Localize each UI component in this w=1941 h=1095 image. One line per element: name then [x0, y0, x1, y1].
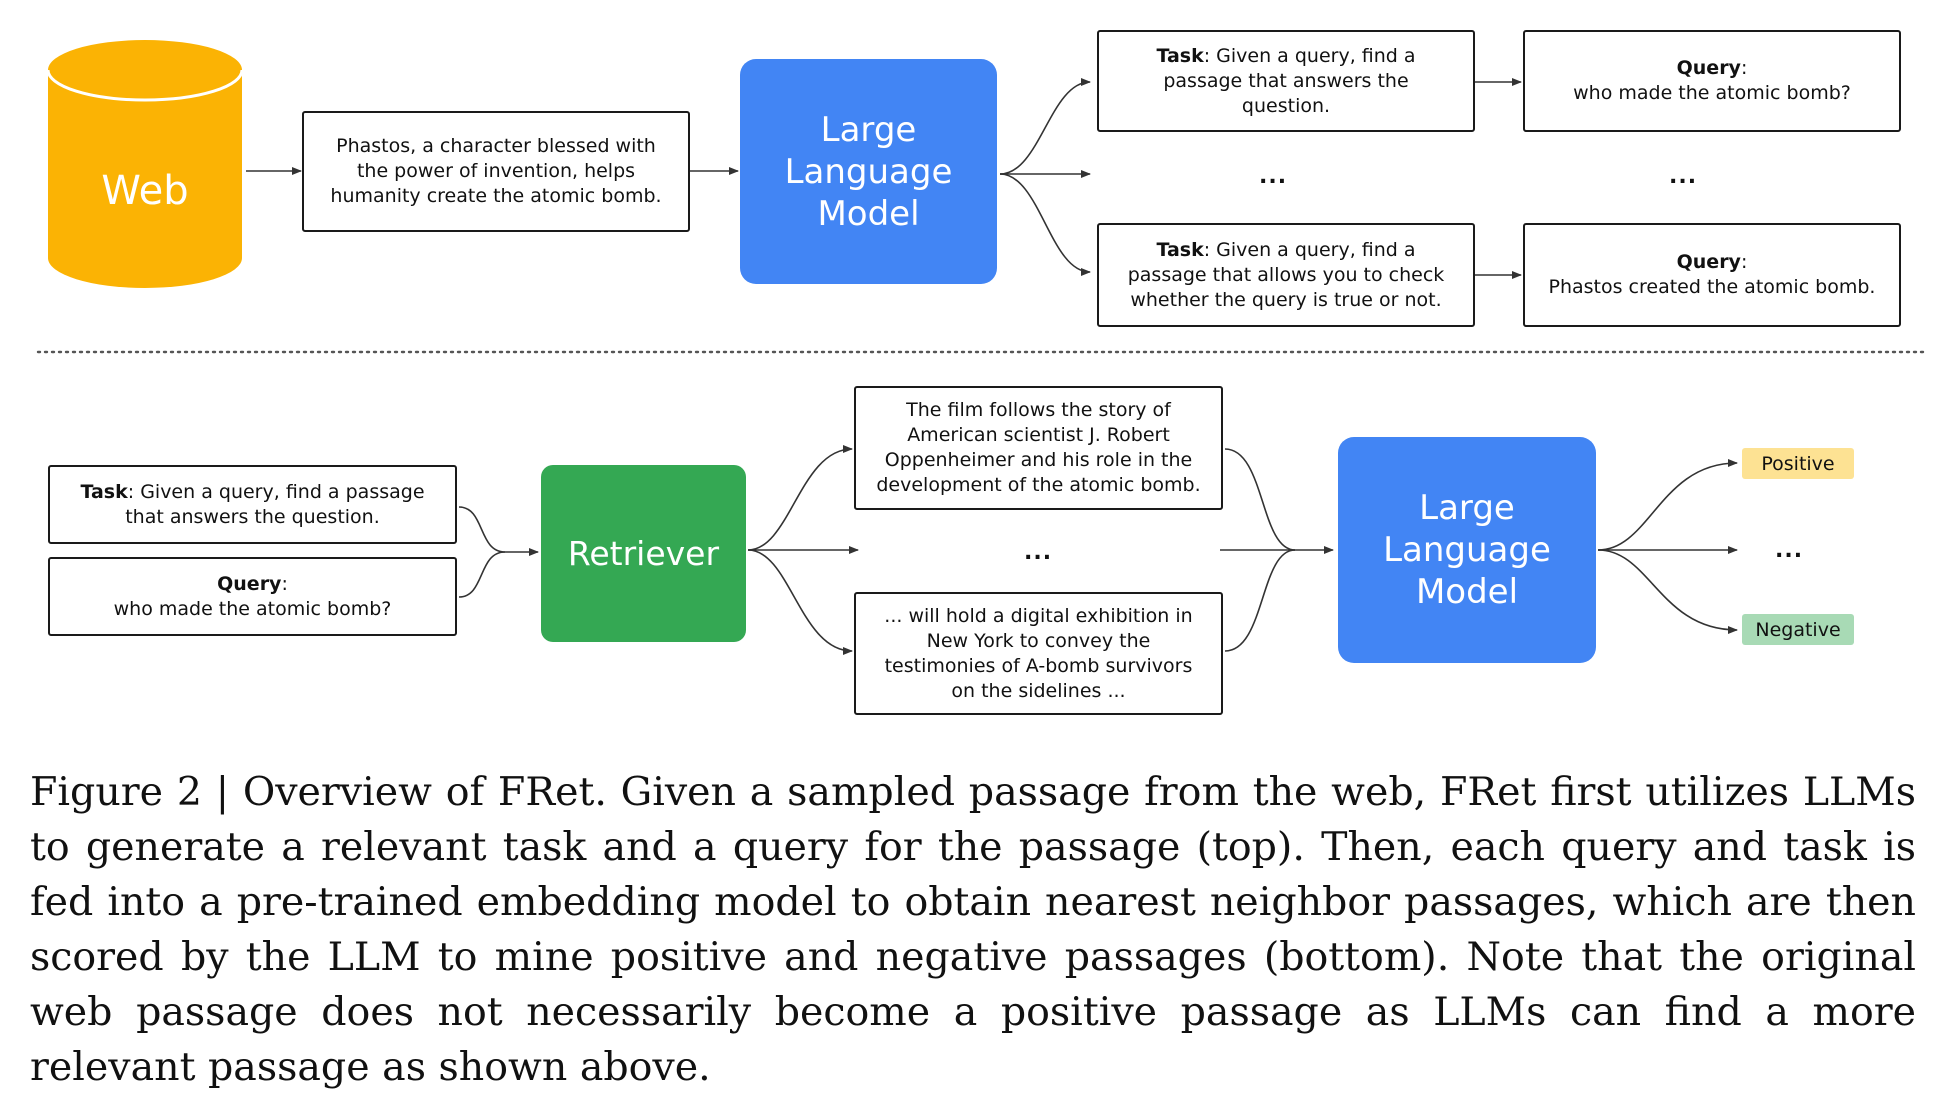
input-query-box: Query: who made the atomic bomb?: [48, 557, 457, 636]
llm-bottom-line-2: Language: [1383, 530, 1551, 570]
arrow-passage2-to-llm: [1224, 549, 1296, 652]
input-query-body: who made the atomic bomb?: [113, 597, 392, 620]
source-passage-box: Phastos, a character blessed with the po…: [302, 111, 690, 232]
query-box-1: Query: who made the atomic bomb?: [1523, 30, 1901, 132]
retriever-label: Retriever: [567, 534, 720, 573]
task-box-2: Task: Given a query, find a passage that…: [1097, 223, 1475, 327]
llm-bottom-line-1: Large: [1419, 488, 1515, 528]
arrow-llm-to-negative: [1597, 549, 1738, 634]
connector-layer: [36, 40, 1927, 655]
task-box-1-text: Task: Given a query, find a passage that…: [1117, 44, 1455, 119]
llm-bottom-line-3: Model: [1415, 572, 1519, 612]
input-task-box: Task: Given a query, find a passage that…: [48, 465, 457, 544]
source-passage-text: Phastos, a character blessed with the po…: [330, 135, 662, 207]
database-icon: [46, 40, 244, 288]
task-box-1-body: : Given a query, find a passage that ans…: [1163, 44, 1416, 117]
figure-caption: Figure 2 | Overview of FRet. Given a sam…: [30, 769, 1916, 1090]
neighbor-passage-2: ... will hold a digital exhibition in Ne…: [854, 592, 1223, 715]
input-query-text: Query:: [217, 572, 288, 595]
input-task-text: Task: Given a query, find a passage that…: [66, 480, 439, 530]
ellipsis-task: ...: [1259, 164, 1288, 189]
llm-box-top: Large Language Model: [740, 59, 997, 284]
ellipsis-query: ...: [1669, 164, 1698, 189]
negative-label: Negative: [1755, 618, 1841, 641]
task-box-2-label: Task: [1156, 238, 1204, 261]
arrow-query-to-retriever: [458, 551, 506, 598]
task-box-2-body: : Given a query, find a passage that all…: [1127, 238, 1445, 311]
input-task-label: Task: [80, 480, 128, 503]
positive-badge: Positive: [1742, 448, 1854, 479]
query-box-2: Query: Phastos created the atomic bomb.: [1523, 223, 1901, 327]
arrow-passage1-to-llm: [1224, 448, 1334, 554]
diagram: Web Phastos, a character blessed with th…: [30, 30, 1927, 1090]
llm-box-bottom: Large Language Model: [1338, 437, 1596, 663]
positive-label: Positive: [1761, 452, 1835, 475]
arrow-llm-to-positive: [1597, 459, 1738, 551]
query-box-1-label: Query: [1676, 57, 1741, 79]
query-box-2-body: Phastos created the atomic bomb.: [1548, 276, 1876, 298]
arrow-task-to-retriever: [458, 506, 539, 556]
ellipsis-passages: ...: [1024, 540, 1053, 565]
task-box-1: Task: Given a query, find a passage that…: [1097, 30, 1475, 132]
llm-top-line-2: Language: [784, 151, 953, 192]
task-box-2-text: Task: Given a query, find a passage that…: [1117, 238, 1455, 313]
query-box-2-text: Query:: [1676, 251, 1748, 273]
arrow-llm-to-task2: [999, 173, 1091, 276]
neighbor-passage-2-text: ... will hold a digital exhibition in Ne…: [884, 604, 1193, 702]
query-box-1-text: Query:: [1676, 57, 1748, 79]
negative-badge: Negative: [1742, 614, 1854, 645]
arrow-retriever-to-passage1: [747, 445, 853, 551]
retriever-box: Retriever: [541, 465, 746, 642]
input-query-label: Query: [217, 572, 282, 595]
query-box-2-label: Query: [1676, 251, 1741, 273]
neighbor-passage-1-text: The film follows the story of American s…: [876, 399, 1201, 496]
llm-top-line-3: Model: [817, 193, 920, 234]
arrow-retriever-to-passage2: [747, 549, 853, 655]
neighbor-passage-1: The film follows the story of American s…: [854, 386, 1223, 510]
input-task-body: : Given a query, find a passage that ans…: [125, 480, 425, 528]
query-box-1-body: who made the atomic bomb?: [1573, 82, 1851, 104]
task-box-1-label: Task: [1156, 44, 1204, 67]
web-label: Web: [101, 168, 189, 214]
arrow-llm-to-task1: [999, 78, 1091, 175]
llm-top-line-1: Large: [820, 109, 917, 150]
ellipsis-labels: ...: [1775, 538, 1804, 563]
